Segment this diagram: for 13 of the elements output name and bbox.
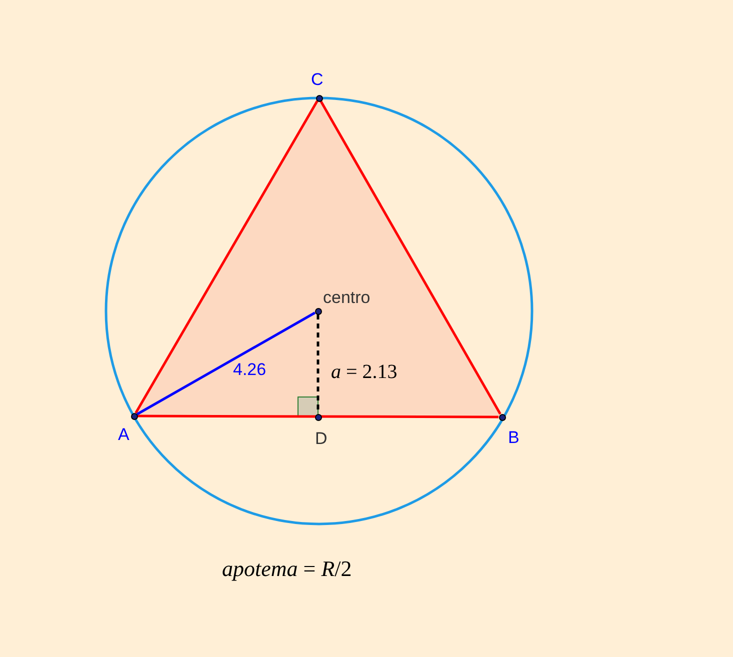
point-label: C xyxy=(311,71,324,88)
line-segment xyxy=(320,100,502,415)
point-label: centro xyxy=(323,289,370,306)
edge-label: 4.26 xyxy=(233,361,266,378)
point-label: B xyxy=(508,429,520,446)
line-segment xyxy=(138,414,498,418)
formula: apotema = R/2 xyxy=(222,558,352,580)
line-segment xyxy=(134,100,318,414)
point-label: D xyxy=(315,430,328,447)
point-label: A xyxy=(118,426,130,443)
line-segment xyxy=(136,312,316,416)
point-marker xyxy=(316,94,322,102)
edge-label: a = 2.13 xyxy=(331,362,398,382)
